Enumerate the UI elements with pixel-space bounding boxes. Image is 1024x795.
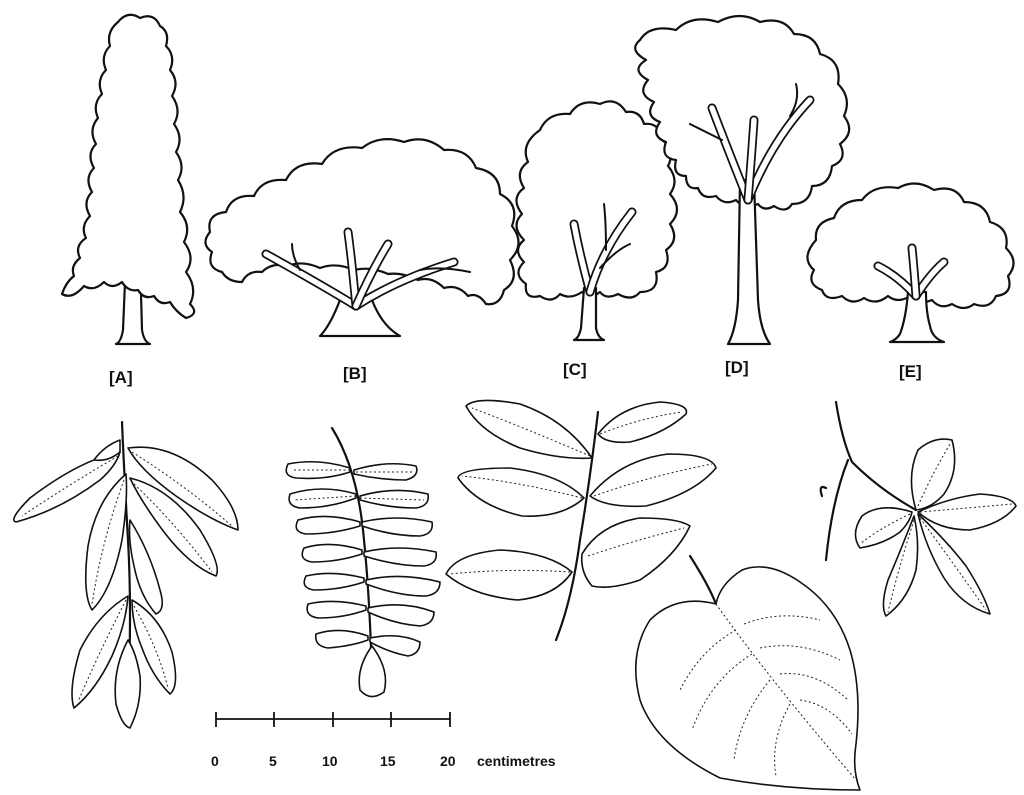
tree-label-e: [E] (899, 362, 922, 381)
leaf-e (821, 402, 1016, 616)
tree-c (516, 101, 677, 340)
tree-b (205, 139, 518, 336)
leaf-b (286, 428, 440, 697)
tree-label-d: [D] (725, 358, 749, 377)
tree-label-b: [B] (343, 364, 367, 383)
scale-bar: 0 5 10 15 20 centimetres (211, 712, 556, 769)
tree-a (62, 15, 194, 344)
leaf-d (636, 556, 860, 790)
tree-label-c: [C] (563, 360, 587, 379)
scale-tick-10: 10 (322, 753, 338, 769)
scale-tick-20: 20 (440, 753, 456, 769)
tree-e (807, 183, 1013, 342)
leaf-a (14, 422, 238, 728)
scale-unit-label: centimetres (477, 753, 556, 769)
scale-tick-15: 15 (380, 753, 396, 769)
scale-tick-0: 0 (211, 753, 219, 769)
tree-label-a: [A] (109, 368, 133, 387)
scale-tick-5: 5 (269, 753, 277, 769)
